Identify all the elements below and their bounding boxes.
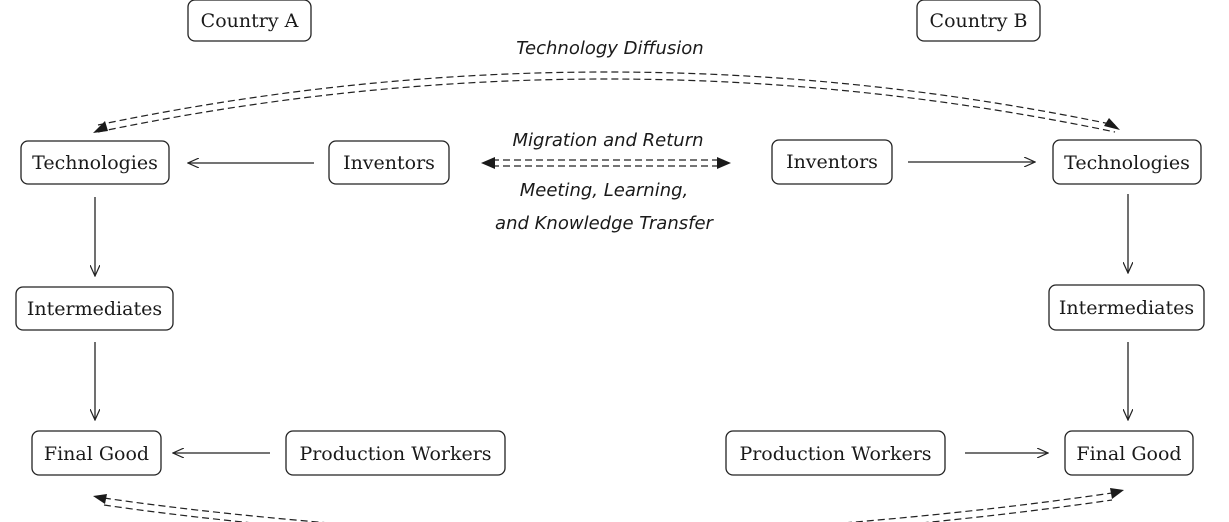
- a-technologies-node: Technologies: [20, 140, 170, 185]
- b-intermediates-node: Intermediates: [1048, 284, 1205, 331]
- meeting-label-line1: Meeting, Learning,: [520, 180, 689, 201]
- diffusion-arrowhead-left: [93, 121, 108, 133]
- country-a-box: Country A: [187, 0, 312, 42]
- b-inventors-label: Inventors: [786, 151, 878, 173]
- b-final-good-label: Final Good: [1076, 443, 1181, 465]
- b-final-good-node: Final Good: [1064, 430, 1194, 476]
- a-production-workers-label: Production Workers: [299, 443, 491, 465]
- bottom-left-arrowhead: [93, 494, 107, 504]
- technology-diffusion-arrow: [93, 71, 1120, 133]
- a-inventors-label: Inventors: [343, 152, 435, 174]
- b-intermediates-label: Intermediates: [1059, 297, 1194, 319]
- b-production-workers-label: Production Workers: [739, 443, 931, 465]
- a-production-workers-node: Production Workers: [285, 430, 506, 476]
- a-technologies-label: Technologies: [32, 152, 158, 174]
- country-a-label: Country A: [201, 10, 299, 32]
- a-final-good-node: Final Good: [31, 430, 162, 476]
- country-b-label: Country B: [930, 10, 1028, 32]
- a-final-good-label: Final Good: [44, 443, 149, 465]
- country-b-box: Country B: [916, 0, 1041, 42]
- a-intermediates-label: Intermediates: [27, 298, 162, 320]
- meeting-label-line2: and Knowledge Transfer: [495, 213, 714, 234]
- b-technologies-node: Technologies: [1052, 139, 1202, 185]
- bottom-right-arrowhead: [1110, 488, 1124, 499]
- migration-arrowhead-right: [717, 157, 731, 169]
- a-inventors-node: Inventors: [328, 140, 450, 185]
- migration-arrow: [481, 157, 731, 169]
- migration-label: Migration and Return: [512, 130, 703, 151]
- b-technologies-label: Technologies: [1064, 152, 1190, 174]
- migration-arrowhead-left: [481, 157, 495, 169]
- bottom-right-diffusion-arrow: [847, 488, 1124, 522]
- a-intermediates-node: Intermediates: [15, 286, 174, 331]
- b-inventors-node: Inventors: [771, 139, 893, 185]
- b-production-workers-node: Production Workers: [725, 430, 946, 476]
- technology-diffusion-label: Technology Diffusion: [516, 38, 703, 59]
- bottom-left-diffusion-arrow: [93, 494, 325, 522]
- diffusion-arrowhead-right: [1104, 118, 1120, 130]
